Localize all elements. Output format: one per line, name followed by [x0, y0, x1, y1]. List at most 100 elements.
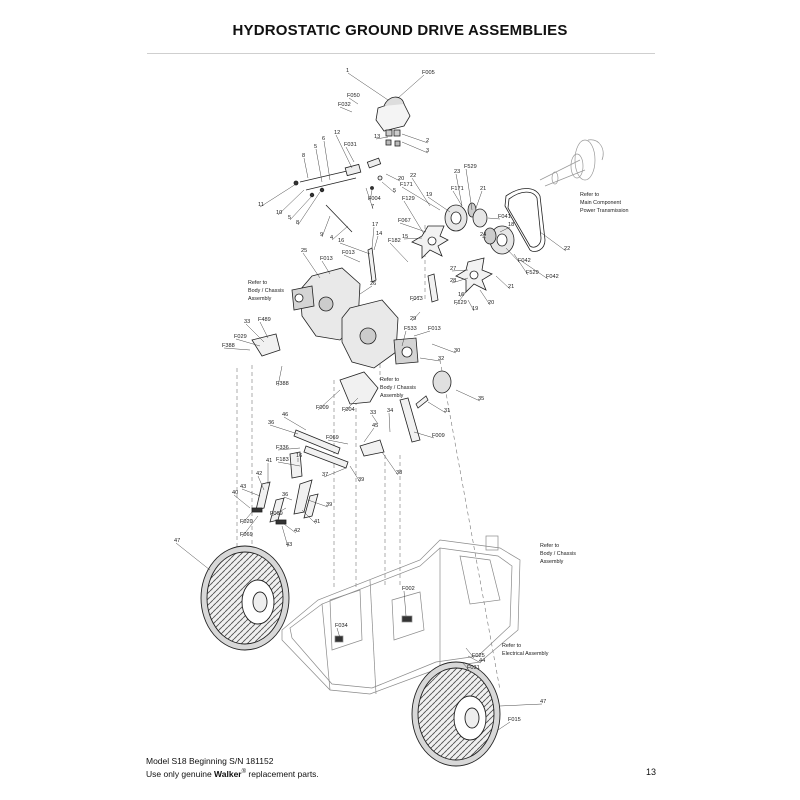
callout-leader-line	[413, 431, 435, 439]
part-callout: 23	[454, 169, 460, 175]
part-callout: 1	[346, 68, 349, 74]
callout-leader-line	[302, 252, 321, 279]
part-callout: 28	[450, 278, 456, 284]
callout-leader-line	[373, 235, 379, 251]
callout-leader-line	[455, 291, 467, 306]
callout-leader-line	[461, 661, 470, 671]
part-callout: F032	[338, 102, 351, 108]
callout-leader-line	[401, 186, 441, 211]
callout-leader-line	[411, 311, 421, 322]
part-callout: F042	[518, 258, 531, 264]
part-callout: 26	[370, 281, 376, 287]
callout-leader-line	[381, 181, 396, 194]
part-callout: F529	[526, 270, 539, 276]
part-callout: F020	[240, 519, 253, 525]
part-callout: 17	[372, 222, 378, 228]
part-callout: F029	[234, 334, 247, 340]
part-callout: 16	[458, 292, 464, 298]
callout-leader-line	[371, 226, 375, 249]
part-callout: F013	[320, 256, 333, 262]
part-callout: 41	[314, 519, 320, 525]
part-callout: F388	[276, 381, 289, 387]
callout-leader-line	[336, 627, 341, 639]
part-callout: 35	[478, 396, 484, 402]
part-callout: F171	[451, 186, 464, 192]
part-callout: 5	[393, 188, 396, 194]
part-callout: F004	[368, 196, 381, 202]
part-callout: 10	[276, 210, 282, 216]
part-callout: F015	[508, 717, 521, 723]
callout-leader-line	[455, 389, 481, 402]
callout-leader-line	[277, 461, 301, 467]
callout-leader-line	[297, 191, 321, 226]
callout-leader-line	[281, 525, 289, 548]
callout-leader-line	[467, 299, 475, 312]
part-callout: F067	[398, 218, 411, 224]
part-callout: 13	[374, 134, 380, 140]
part-callout: 8	[302, 153, 305, 159]
callout-leader-line	[513, 253, 529, 276]
part-callout: 37	[322, 472, 328, 478]
part-callout: F034	[335, 623, 348, 629]
part-callout: F182	[388, 238, 401, 244]
callout-leader-line	[465, 168, 473, 211]
pulleys-and-fans	[411, 202, 515, 293]
callout-leader-line	[495, 275, 511, 290]
part-callout: 42	[256, 471, 262, 477]
part-callout: F069	[326, 435, 339, 441]
part-callout: F069	[270, 511, 283, 517]
part-callout: F129	[454, 300, 467, 306]
part-callout: F005	[422, 70, 435, 76]
callout-leader-line	[331, 225, 349, 241]
callout-leader-line	[403, 590, 407, 617]
callout-leader-line	[321, 260, 331, 275]
callout-leader-line	[451, 277, 469, 284]
callout-leader-line	[339, 106, 353, 113]
callout-leader-line	[241, 515, 259, 538]
part-callout: 20	[488, 300, 494, 306]
rear-tire-left	[200, 545, 290, 651]
callout-leader-line	[381, 451, 399, 476]
part-callout: 36	[268, 420, 274, 426]
callout-leader-line	[315, 148, 323, 183]
callout-leader-line	[283, 523, 297, 534]
callout-leader-line	[283, 496, 293, 501]
callout-leader-line	[343, 254, 361, 263]
callout-leader-line	[427, 401, 447, 414]
brackets-and-levers	[251, 247, 452, 525]
callout-leader-line	[401, 141, 429, 154]
part-callout: F031	[344, 142, 357, 148]
part-callout: 34	[387, 408, 393, 414]
callout-leader-line	[401, 330, 407, 347]
callout-leader-line	[475, 190, 483, 209]
hydraulic-motor-assembly	[375, 96, 411, 147]
callout-leader-line	[277, 447, 301, 451]
part-callout: 21	[480, 186, 486, 192]
part-callout: 16	[296, 453, 302, 459]
part-callout: 6	[322, 136, 325, 142]
callout-leader-line	[347, 72, 389, 101]
part-callout: 7	[371, 204, 374, 210]
callout-leader-line	[399, 222, 427, 233]
page-title: HYDROSTATIC GROUND DRIVE ASSEMBLIES	[232, 22, 568, 39]
callout-leader-line	[175, 542, 211, 571]
rear-tire-right	[411, 661, 501, 767]
callout-leader-line	[289, 195, 313, 221]
part-callout: 47	[174, 538, 180, 544]
part-callout: 29	[410, 316, 416, 322]
callout-leader-line	[411, 295, 421, 302]
part-callout: 11	[258, 202, 264, 208]
callout-leader-line	[467, 655, 482, 664]
callout-leader-line	[389, 242, 409, 263]
part-callout: 18	[508, 222, 514, 228]
callout-leader-line	[459, 285, 473, 298]
part-callout: 41	[266, 458, 272, 464]
callout-leader-line	[259, 321, 269, 339]
callout-leader-line	[427, 196, 451, 213]
callout-leader-line	[539, 231, 567, 252]
alignment-lines	[236, 225, 501, 691]
callout-leader-line	[343, 397, 359, 413]
